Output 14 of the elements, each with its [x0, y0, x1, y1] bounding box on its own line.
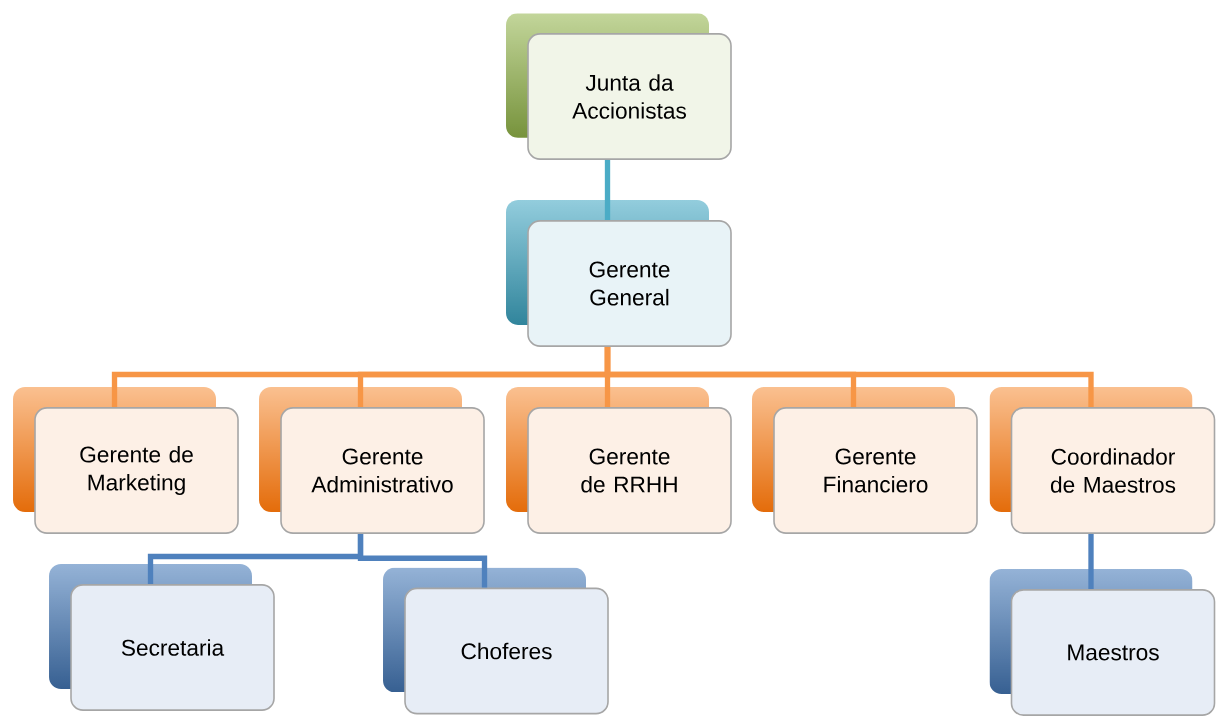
org-box: Gerente de RRHH	[527, 407, 732, 534]
connector-line	[604, 346, 1094, 408]
org-box: Gerente Administrativo	[280, 407, 485, 534]
org-box: Secretaria	[70, 584, 275, 711]
org-box: Coordinador de Maestros	[1010, 407, 1216, 534]
connector-line	[1088, 533, 1094, 590]
connector-line	[604, 159, 611, 221]
org-box: Gerente General	[527, 220, 732, 347]
org-box: Gerente de Marketing	[34, 407, 239, 534]
org-box: Choferes	[404, 587, 609, 715]
org-box: Junta da Accionistas	[527, 33, 732, 160]
org-box: Gerente Financiero	[773, 407, 978, 534]
connector-line	[357, 533, 488, 588]
org-box: Maestros	[1010, 589, 1216, 716]
